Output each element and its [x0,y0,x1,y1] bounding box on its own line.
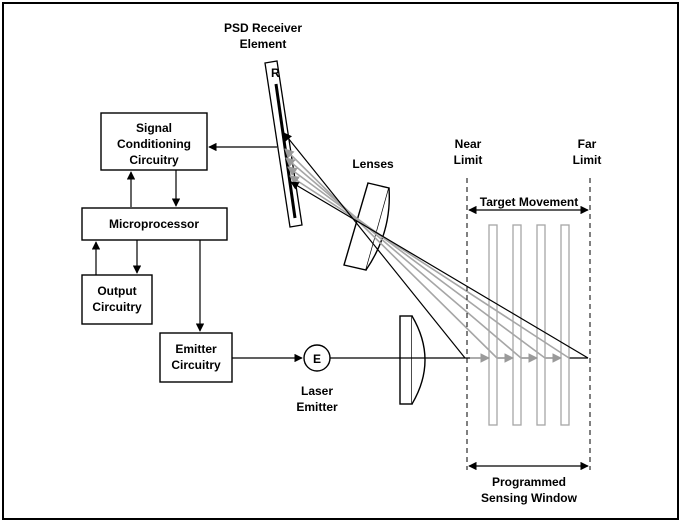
psd-element-label: Element [240,37,287,51]
output-label: Output [97,284,136,298]
emitter-symbol: E [313,352,321,366]
psd-receiver-label: PSD Receiver [224,21,302,35]
reflected-rays-gray [284,148,570,359]
conditioning-label: Conditioning [117,137,191,151]
control-arrows [91,142,303,363]
far-limit-label: Limit [573,153,602,167]
lenses-label: Lenses [352,157,394,171]
programmed-label: Programmed [492,475,566,489]
microprocessor-box [81,207,228,241]
output-circuitry-label: Circuitry [92,300,142,314]
emitter-circuitry-box [159,332,233,383]
near-limit-label: Limit [454,153,483,167]
signal-label: Signal [136,121,172,135]
psd-marker-label: R [271,66,280,80]
laser-label: Laser [301,384,333,398]
emitter-label: Emitter [175,342,217,356]
laser-emitter-label: Emitter [296,400,338,414]
emitter-circuitry-label: Circuitry [171,358,221,372]
target-movement-label: Target Movement [480,195,578,209]
far-label: Far [578,137,597,151]
microprocessor-label: Microprocessor [109,217,199,231]
signal-conditioning-box [100,112,208,171]
output-circuitry-box [81,274,153,325]
sensing-window-label: Sensing Window [481,491,578,505]
reflected-rays-limits [283,132,589,359]
near-label: Near [455,137,482,151]
emitter-lens [399,315,426,405]
circuitry-label: Circuitry [129,153,179,167]
